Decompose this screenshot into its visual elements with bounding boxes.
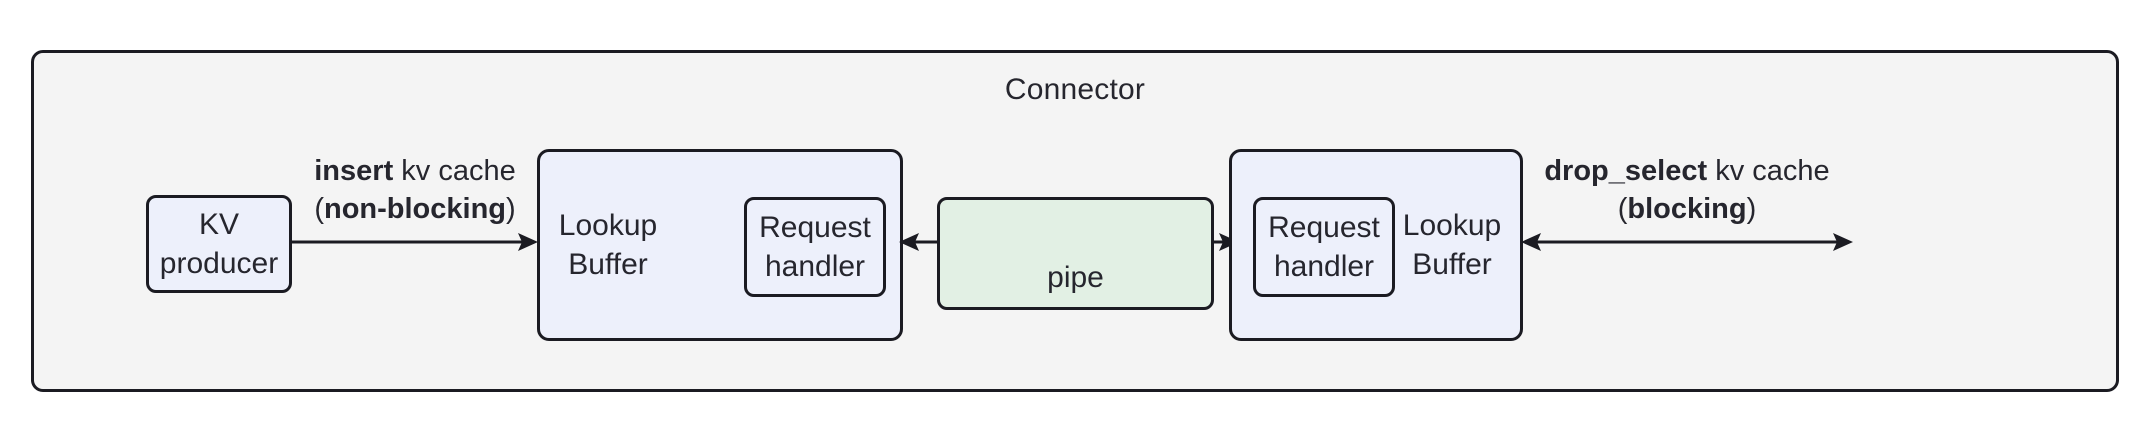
edge-label-drop-select-mode: blocking — [1627, 193, 1747, 226]
node-lookup-buffer-right[interactable]: Request handler Lookup Buffer — [1229, 149, 1523, 341]
edge-label-insert-line2: (non-blocking) — [292, 190, 538, 228]
edge-label-drop-select-line1: drop_select kv cache — [1521, 152, 1853, 190]
edge-label-insert-prefix: ( — [314, 193, 324, 226]
lookup-buffer-left-label: Lookup Buffer — [540, 206, 676, 284]
kv-producer-line2: producer — [159, 247, 279, 280]
lookup-buffer-right-label: Lookup Buffer — [1384, 206, 1520, 284]
node-pipe[interactable]: pipe — [937, 197, 1214, 310]
connector-title: Connector — [1004, 73, 1146, 106]
node-request-handler-left[interactable]: Request handler — [744, 197, 886, 297]
edge-label-insert-line1: insert kv cache — [292, 152, 538, 190]
edge-label-insert-suffix: ) — [506, 193, 516, 226]
lookup-buffer-left-line1: Lookup — [558, 209, 658, 242]
edge-label-insert-bold: insert — [314, 155, 394, 187]
request-handler-left-line1: Request — [759, 211, 871, 244]
edge-label-drop-select-suffix: ) — [1746, 193, 1757, 226]
request-handler-right-line2: handler — [1273, 250, 1375, 283]
edge-label-insert-rest: kv cache — [393, 155, 516, 187]
edge-label-drop-select-bold: drop_select — [1544, 155, 1708, 187]
edge-label-drop-select: drop_select kv cache (blocking) — [1521, 152, 1853, 229]
node-request-handler-right[interactable]: Request handler — [1253, 197, 1395, 297]
node-kv-producer[interactable]: KV producer — [146, 195, 292, 293]
edge-label-drop-select-rest: kv cache — [1707, 155, 1830, 187]
lookup-buffer-left-line2: Buffer — [568, 248, 648, 281]
request-handler-right-line1: Request — [1268, 211, 1380, 244]
request-handler-left-line2: handler — [764, 250, 866, 283]
pipe-label: pipe — [1047, 261, 1104, 294]
edge-label-insert-mode: non-blocking — [323, 193, 507, 226]
node-lookup-buffer-left[interactable]: Lookup Buffer Request handler — [537, 149, 903, 341]
edge-label-insert: insert kv cache (non-blocking) — [292, 152, 538, 229]
edge-label-drop-select-line2: (blocking) — [1521, 190, 1853, 228]
kv-producer-line1: KV — [198, 208, 240, 241]
lookup-buffer-right-line2: Buffer — [1412, 248, 1492, 281]
lookup-buffer-right-line1: Lookup — [1402, 209, 1502, 242]
edge-label-drop-select-prefix: ( — [1617, 193, 1628, 226]
